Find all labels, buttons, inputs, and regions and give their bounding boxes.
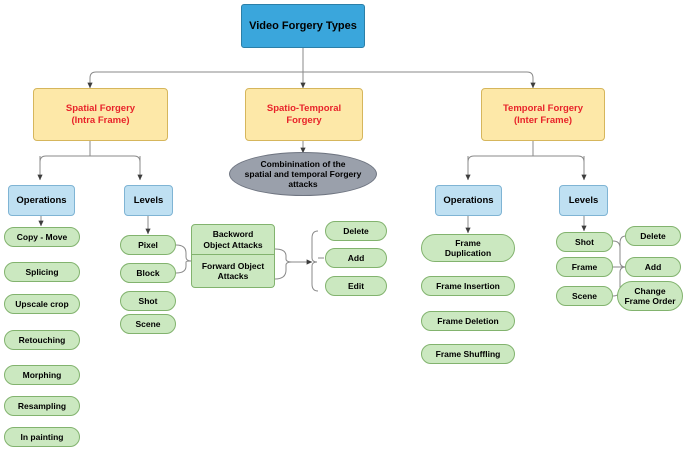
- node-root[interactable]: Video Forgery Types: [241, 4, 365, 48]
- leaf-temporal-level[interactable]: Shot: [556, 232, 613, 252]
- node-spatial-levels[interactable]: Levels: [124, 185, 173, 216]
- node-forward-object-attacks[interactable]: Forward Object Attacks: [191, 255, 275, 288]
- node-spatial-operations[interactable]: Operations: [8, 185, 75, 216]
- leaf-temporal-action[interactable]: Add: [625, 257, 681, 277]
- leaf-temporal-operation[interactable]: Frame Shuffling: [421, 344, 515, 364]
- leaf-spatial-operation[interactable]: Upscale crop: [4, 294, 80, 314]
- leaf-spatial-operation[interactable]: Splicing: [4, 262, 80, 282]
- leaf-spatial-operation[interactable]: Retouching: [4, 330, 80, 350]
- leaf-temporal-action[interactable]: Delete: [625, 226, 681, 246]
- leaf-spatial-operation[interactable]: In painting: [4, 427, 80, 447]
- node-spatio-temporal-forgery[interactable]: Spatio-Temporal Forgery: [245, 88, 363, 141]
- leaf-temporal-action[interactable]: Change Frame Order: [617, 281, 683, 311]
- leaf-temporal-level[interactable]: Scene: [556, 286, 613, 306]
- node-temporal-levels-label: Levels: [568, 194, 599, 206]
- leaf-temporal-level[interactable]: Frame: [556, 257, 613, 277]
- node-spatial-forgery-label: Spatial Forgery (Intra Frame): [65, 103, 136, 126]
- leaf-spatial-level[interactable]: Shot: [120, 291, 176, 311]
- leaf-temporal-operation[interactable]: Frame Insertion: [421, 276, 515, 296]
- leaf-spatial-level[interactable]: Pixel: [120, 235, 176, 255]
- node-temporal-forgery[interactable]: Temporal Forgery (Inter Frame): [481, 88, 605, 141]
- node-spatio-temporal-result-label: Combinination of the spatial and tempora…: [244, 158, 362, 189]
- node-temporal-forgery-label: Temporal Forgery (Inter Frame): [502, 103, 584, 126]
- node-root-label: Video Forgery Types: [249, 19, 357, 32]
- leaf-spatio-temporal-action[interactable]: Delete: [325, 221, 387, 241]
- leaf-spatial-operation[interactable]: Morphing: [4, 365, 80, 385]
- node-spatial-forgery[interactable]: Spatial Forgery (Intra Frame): [33, 88, 168, 141]
- node-backword-object-attacks[interactable]: Backword Object Attacks: [191, 224, 275, 255]
- leaf-spatio-temporal-action[interactable]: Add: [325, 248, 387, 268]
- leaf-spatio-temporal-action[interactable]: Edit: [325, 276, 387, 296]
- node-spatio-temporal-result: Combinination of the spatial and tempora…: [229, 152, 377, 196]
- leaf-spatial-operation[interactable]: Copy - Move: [4, 227, 80, 247]
- node-spatial-operations-label: Operations: [16, 194, 67, 206]
- leaf-spatial-operation[interactable]: Resampling: [4, 396, 80, 416]
- node-temporal-operations[interactable]: Operations: [435, 185, 502, 216]
- leaf-spatial-level[interactable]: Scene: [120, 314, 176, 334]
- node-temporal-operations-label: Operations: [443, 194, 494, 206]
- leaf-temporal-operation[interactable]: Frame Duplication: [421, 234, 515, 262]
- node-spatio-temporal-forgery-label: Spatio-Temporal Forgery: [266, 103, 342, 126]
- node-spatial-levels-label: Levels: [133, 194, 164, 206]
- node-temporal-levels[interactable]: Levels: [559, 185, 608, 216]
- leaf-spatial-level[interactable]: Block: [120, 263, 176, 283]
- leaf-temporal-operation[interactable]: Frame Deletion: [421, 311, 515, 331]
